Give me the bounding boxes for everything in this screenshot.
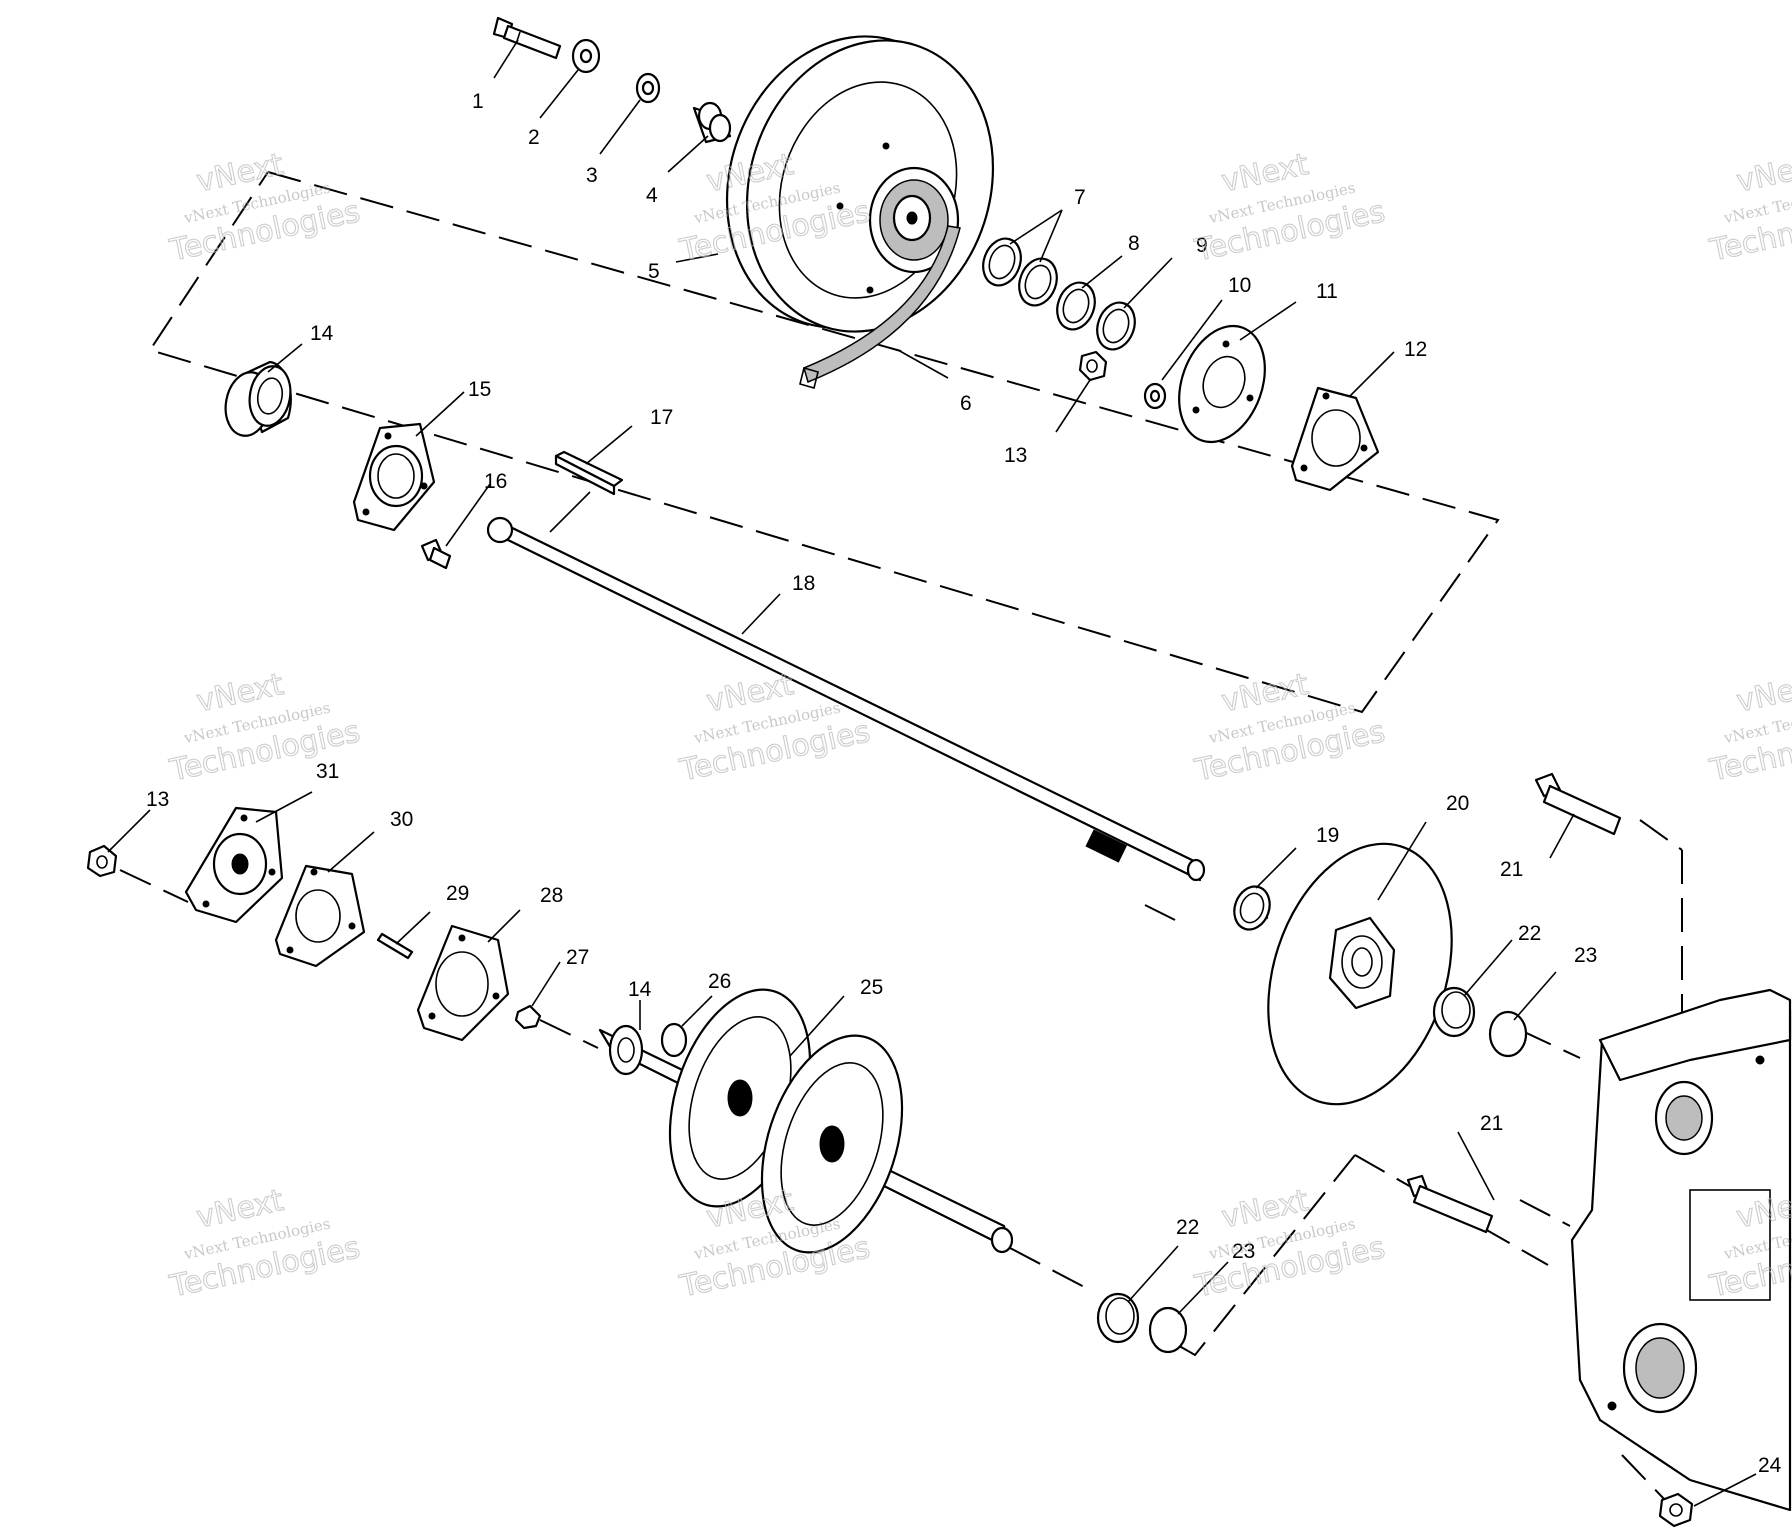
callout-16: 16 (484, 470, 507, 493)
callout-1: 1 (472, 90, 484, 113)
callout-8: 8 (1128, 232, 1140, 255)
part-5-sprocket-wheel (725, 35, 995, 333)
callout-21-lower: 21 (1480, 1112, 1503, 1135)
part-21-bolt (1534, 772, 1622, 836)
callout-3: 3 (586, 164, 598, 187)
callout-5: 5 (648, 260, 660, 283)
callout-24: 24 (1758, 1454, 1782, 1477)
callout-11: 11 (1316, 280, 1338, 303)
part-27-bolt (514, 1004, 542, 1030)
callout-15: 15 (468, 378, 491, 401)
chaincase-housing (1570, 988, 1792, 1512)
callout-18: 18 (792, 572, 815, 595)
part-4-spacer (692, 101, 732, 144)
assembly-dashed-lines (119, 171, 1683, 1501)
part-7-rings (982, 237, 1058, 307)
callout-19: 19 (1316, 824, 1339, 847)
callout-2: 2 (528, 126, 540, 149)
callout-23: 23 (1574, 944, 1597, 967)
part-8-ring (1056, 281, 1096, 331)
part-11-plate (1178, 324, 1266, 444)
callout-14-lower: 14 (628, 978, 652, 1001)
callout-labels: 1 2 3 4 5 6 7 8 9 10 11 12 13 14 15 16 1… (146, 90, 1782, 1477)
part-1-bolt (492, 16, 562, 60)
part-21-bolt-lower (1406, 1174, 1494, 1234)
part-25-drive-sprockets (598, 988, 1014, 1254)
watermark-1: vNext vNext Technologies Technologies (166, 146, 364, 269)
callout-30: 30 (390, 808, 413, 831)
part-19-seal (1233, 885, 1271, 931)
part-2-washer (571, 38, 601, 74)
callout-20: 20 (1446, 792, 1469, 815)
callout-13-lower: 13 (146, 788, 169, 811)
callout-25: 25 (860, 976, 883, 999)
part-13-nut-lower (86, 844, 118, 878)
part-16-bolt (420, 538, 452, 570)
callout-26: 26 (708, 970, 731, 993)
svg-text:vNext: vNext (1734, 667, 1792, 720)
callout-17: 17 (650, 406, 673, 429)
part-12-flange (1290, 386, 1380, 492)
watermark-11: vNext vNext Technologies Technologies (1191, 1182, 1389, 1305)
callout-27: 27 (566, 946, 589, 969)
part-23-cap-lower (1148, 1306, 1188, 1354)
part-14-bearing (224, 360, 292, 437)
watermarks: vNext vNext Technologies Technologies vN… (166, 146, 1792, 1305)
watermark-7: vNext vNext Technologies Technologies (1191, 666, 1389, 789)
part-23-cap (1488, 1010, 1528, 1058)
callout-14: 14 (310, 322, 334, 345)
callout-22: 22 (1518, 922, 1541, 945)
callout-10: 10 (1228, 274, 1251, 297)
watermark-8: vNext vNext Technologies Technologies (1706, 666, 1792, 789)
watermark-6: vNext vNext Technologies Technologies (676, 666, 874, 789)
part-13-nut (1078, 350, 1108, 382)
part-29-pin (376, 932, 414, 960)
callout-31: 31 (316, 760, 339, 783)
part-22-cup (1432, 986, 1476, 1038)
part-10-washer (1143, 382, 1167, 410)
part-26-sleeve (660, 1022, 688, 1058)
watermark-4: vNext vNext Technologies Technologies (1706, 146, 1792, 269)
part-18-shaft (486, 516, 1206, 882)
callout-23-lower: 23 (1232, 1240, 1255, 1263)
watermark-3: vNext vNext Technologies Technologies (1191, 146, 1389, 269)
part-15-flange (352, 422, 436, 532)
callout-12: 12 (1404, 338, 1427, 361)
callout-13: 13 (1004, 444, 1027, 467)
part-28-flange (416, 924, 510, 1042)
callout-6: 6 (960, 392, 972, 415)
callout-22-lower: 22 (1176, 1216, 1199, 1239)
part-14-bearing-lower (608, 1024, 644, 1076)
part-24-nut (1658, 1492, 1694, 1528)
part-20-disc (1267, 842, 1453, 1106)
callout-28: 28 (540, 884, 563, 907)
callout-4: 4 (646, 184, 658, 207)
part-6-chain (799, 225, 961, 389)
callout-7: 7 (1074, 186, 1086, 209)
part-31-flange (184, 806, 284, 924)
part-17-key (554, 450, 624, 496)
watermark-9: vNext vNext Technologies Technologies (166, 1182, 364, 1305)
part-30-gasket (274, 864, 366, 968)
svg-text:vNext: vNext (1734, 147, 1792, 200)
part-22-cup-lower (1096, 1292, 1140, 1344)
callout-21: 21 (1500, 858, 1523, 881)
part-3-washer (635, 72, 661, 104)
callout-9: 9 (1196, 234, 1208, 257)
part-9-ring (1096, 301, 1136, 351)
callout-29: 29 (446, 882, 469, 905)
leader-lines (107, 39, 1757, 1507)
